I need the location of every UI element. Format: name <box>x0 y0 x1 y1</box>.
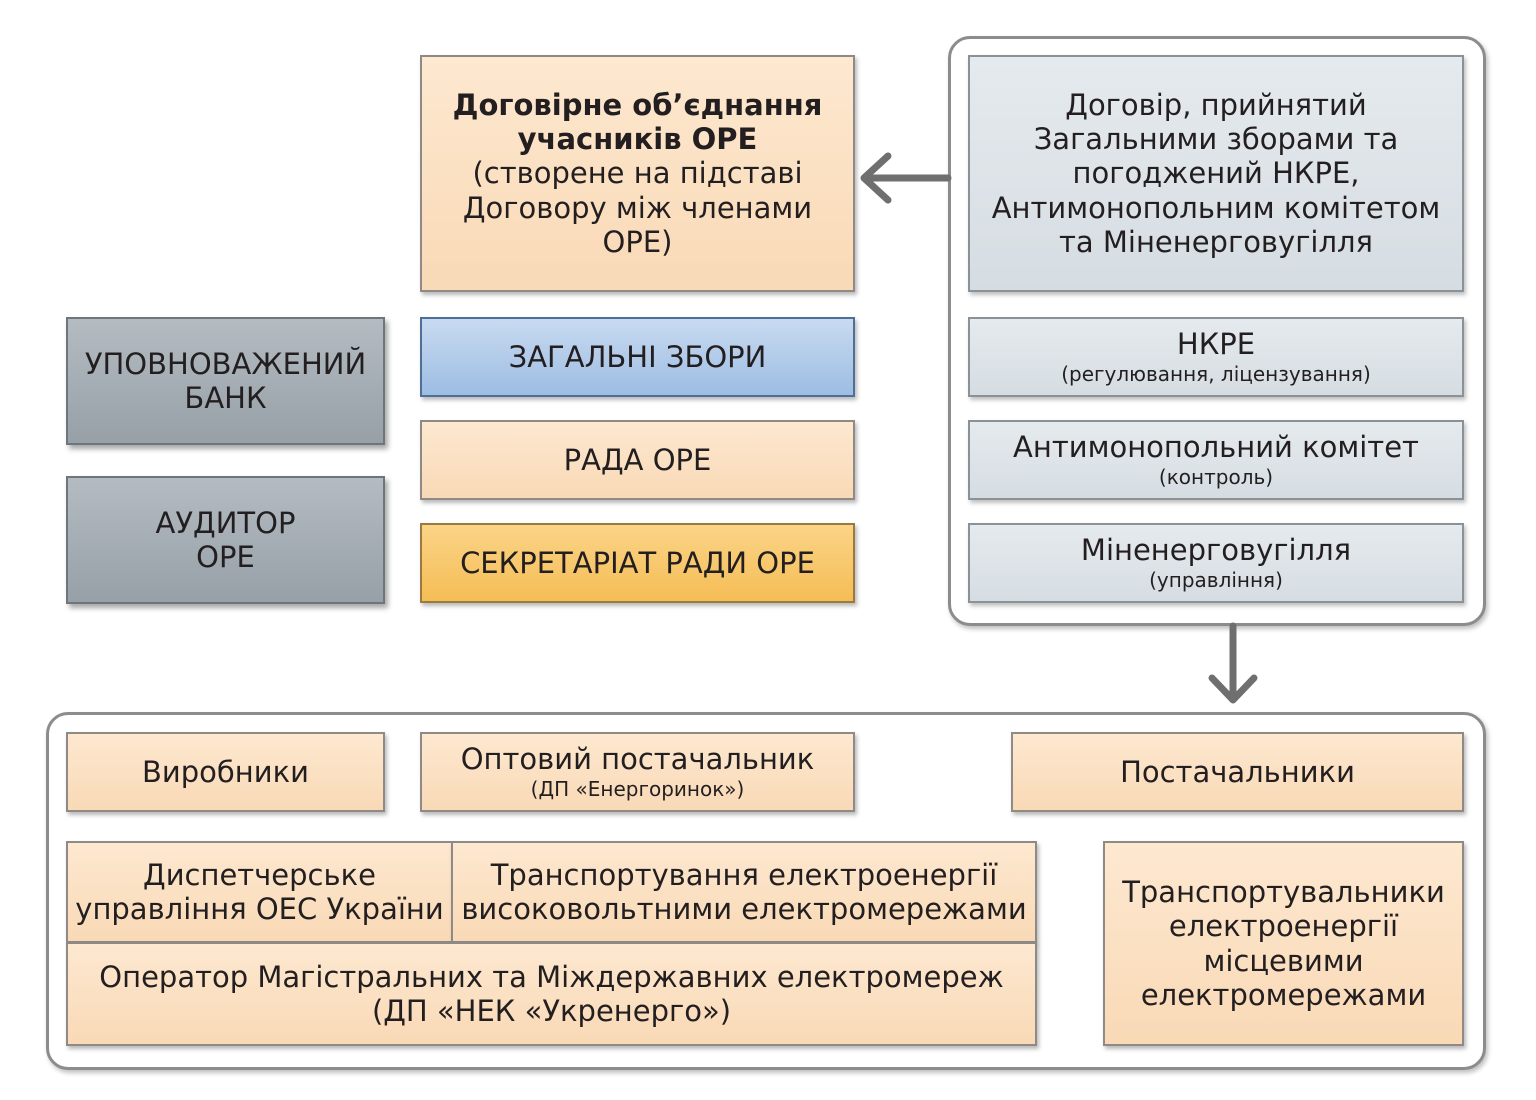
auditor-box: АУДИТОР ОРЕ <box>66 476 385 604</box>
local-transporters-line2: електроенергії <box>1168 909 1399 944</box>
local-transporters-box: Транспортувальники електроенергії місцев… <box>1103 841 1464 1046</box>
nkre-role: (регулювання, ліцензування) <box>1061 362 1371 387</box>
antimonopoly-role: (контроль) <box>1158 465 1274 490</box>
nkre-name: НКРЕ <box>1176 327 1256 362</box>
ministry-name: Міненерговугілля <box>1080 533 1352 568</box>
grid-operator-line2: (ДП «НЕК «Укренерго») <box>371 994 732 1028</box>
auditor-line2: ОРЕ <box>196 540 255 574</box>
contract-line5: та Міненерговугілля <box>1058 224 1373 259</box>
secretariat-label: СЕКРЕТАРІАТ РАДИ ОРЕ <box>460 545 815 580</box>
hv-transport-line2: високовольтними електромережами <box>461 892 1027 926</box>
arrow-down-icon <box>1208 622 1258 704</box>
general-meeting-label: ЗАГАЛЬНІ ЗБОРИ <box>508 339 767 374</box>
general-meeting-box: ЗАГАЛЬНІ ЗБОРИ <box>420 317 855 397</box>
authorized-bank-box: УПОВНОВАЖЕНИЙ БАНК <box>66 317 385 445</box>
suppliers-label: Постачальники <box>1120 754 1355 789</box>
secretariat-box: СЕКРЕТАРІАТ РАДИ ОРЕ <box>420 523 855 603</box>
suppliers-box: Постачальники <box>1011 732 1464 812</box>
local-transporters-line1: Транспортувальники <box>1122 875 1445 910</box>
bank-line2: БАНК <box>184 381 267 415</box>
dispatch-line1: Диспетчерське <box>143 857 376 892</box>
ministry-role: (управління) <box>1149 568 1283 593</box>
grid-operator-line1: Оператор Магістральних та Міждержавних е… <box>99 959 1004 994</box>
local-transporters-line3: місцевими <box>1203 943 1364 978</box>
union-title-line1: Договірне об’єднання <box>452 87 823 122</box>
union-desc-line2: Договору між членами <box>462 190 813 225</box>
hv-transport-box: Транспортування електроенергії високовол… <box>451 841 1037 943</box>
wholesale-supplier-box: Оптовий постачальник (ДП «Енергоринок») <box>420 732 855 812</box>
union-title-line2: учасників ОРЕ <box>517 122 758 157</box>
union-desc-line1: (створене на підставі <box>472 156 803 191</box>
auditor-line1: АУДИТОР <box>155 505 296 540</box>
wholesale-supplier-sub: (ДП «Енергоринок») <box>530 777 745 802</box>
contract-box: Договір, прийнятий Загальними зборами та… <box>968 55 1464 292</box>
contract-line3: погоджений НКРЕ, <box>1072 156 1360 191</box>
antimonopoly-name: Антимонопольний комітет <box>1013 430 1419 465</box>
producers-box: Виробники <box>66 732 385 812</box>
council-box: РАДА ОРЕ <box>420 420 855 500</box>
wholesale-supplier-name: Оптовий постачальник <box>460 742 815 777</box>
nkre-box: НКРЕ (регулювання, ліцензування) <box>968 317 1464 397</box>
antimonopoly-box: Антимонопольний комітет (контроль) <box>968 420 1464 500</box>
bank-line1: УПОВНОВАЖЕНИЙ <box>84 346 367 381</box>
grid-operator-box: Оператор Магістральних та Міждержавних е… <box>66 942 1037 1046</box>
union-desc-line3: ОРЕ) <box>602 224 673 259</box>
union-box: Договірне об’єднання учасників ОРЕ (ство… <box>420 55 855 292</box>
council-label: РАДА ОРЕ <box>563 442 712 477</box>
ministry-box: Міненерговугілля (управління) <box>968 523 1464 603</box>
contract-line2: Загальними зборами та <box>1033 122 1399 157</box>
local-transporters-line4: електромережами <box>1140 977 1427 1012</box>
dispatch-box: Диспетчерське управління ОЕС України <box>66 841 453 943</box>
contract-line1: Договір, прийнятий <box>1065 87 1367 122</box>
arrow-left-icon <box>860 152 952 204</box>
contract-line4: Антимонопольним комітетом <box>991 190 1441 225</box>
producers-label: Виробники <box>142 754 309 789</box>
dispatch-line2: управління ОЕС України <box>75 892 444 926</box>
hv-transport-line1: Транспортування електроенергії <box>490 857 998 892</box>
